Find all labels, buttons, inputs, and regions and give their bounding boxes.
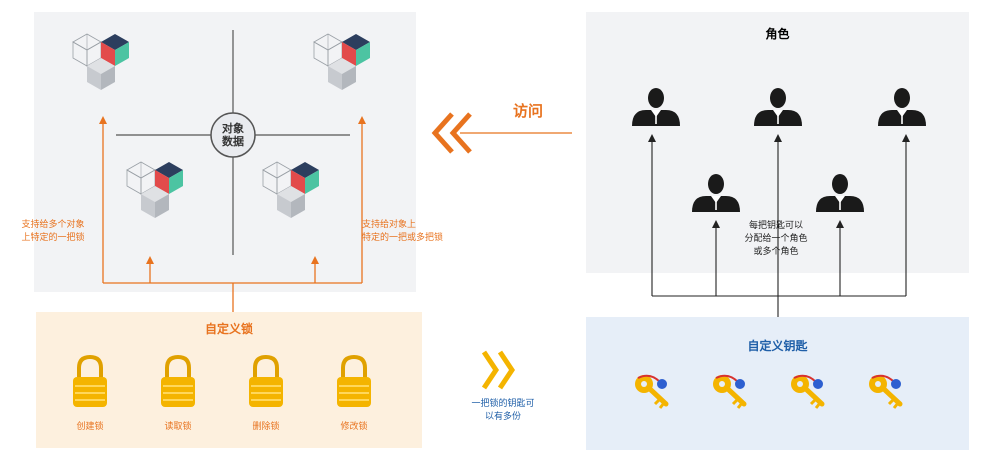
lock-label-delete: 删除锁 bbox=[252, 422, 280, 432]
key-icon bbox=[635, 375, 667, 408]
left-note: 支持给多个对象 上特定的一把锁 bbox=[21, 220, 85, 243]
person-icon bbox=[753, 87, 803, 127]
keys-note: 一把锁的钥匙可 以有多份 bbox=[471, 399, 535, 422]
person-icon bbox=[691, 173, 741, 213]
chevron-right-icon bbox=[481, 350, 500, 390]
lock-label-modify: 修改锁 bbox=[340, 422, 368, 432]
chevron-left-icon bbox=[431, 112, 454, 154]
chevron-right-icon bbox=[497, 350, 516, 390]
access-label: 访问 bbox=[512, 102, 543, 120]
object-data-label: 对象 数据 bbox=[222, 122, 244, 148]
lock-label-read: 读取锁 bbox=[164, 422, 192, 432]
object-cube bbox=[126, 161, 184, 219]
lock-label-create: 创建锁 bbox=[76, 422, 104, 432]
roles-note: 每把钥匙可以 分配给一个角色 或多个角色 bbox=[744, 221, 808, 257]
lock-icon bbox=[159, 355, 197, 409]
roles-title: 角色 bbox=[765, 27, 790, 41]
key-icon bbox=[791, 375, 823, 408]
object-cube bbox=[262, 161, 320, 219]
locks-title: 自定义锁 bbox=[204, 322, 253, 336]
chevron-left-icon bbox=[449, 112, 472, 154]
object-cube bbox=[72, 33, 130, 91]
person-icon bbox=[631, 87, 681, 127]
key-icon bbox=[713, 375, 745, 408]
person-icon bbox=[877, 87, 927, 127]
lock-icon bbox=[335, 355, 373, 409]
object-data-node bbox=[210, 112, 256, 158]
lock-icon bbox=[71, 355, 109, 409]
lock-icon bbox=[247, 355, 285, 409]
keys-title: 自定义钥匙 bbox=[747, 339, 808, 353]
object-cube bbox=[313, 33, 371, 91]
person-icon bbox=[815, 173, 865, 213]
right-note: 支持给对象上 特定的一把或多把锁 bbox=[362, 220, 444, 243]
key-icon bbox=[869, 375, 901, 408]
